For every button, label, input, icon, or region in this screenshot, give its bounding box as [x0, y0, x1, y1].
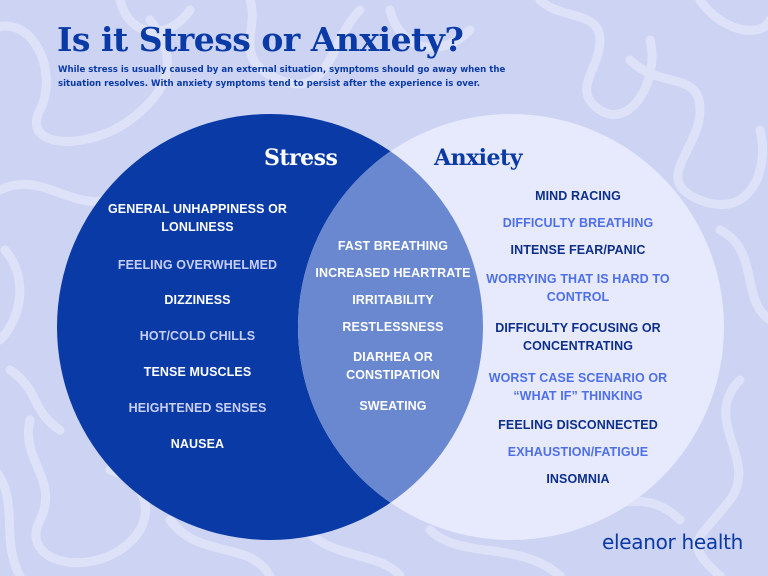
- stress-symptom: TENSE MUSCLES: [143, 365, 252, 379]
- anxiety-symptom: MIND RACING: [535, 189, 621, 203]
- stress-heading: Stress: [264, 145, 338, 171]
- shared-symptom: SWEATING: [359, 399, 427, 413]
- stress-symptom: HOT/COLD CHILLS: [139, 329, 256, 343]
- shared-symptom: FAST BREATHING: [337, 239, 449, 253]
- anxiety-symptom: DIFFICULTY FOCUSING OR CONCENTRATING: [495, 321, 661, 353]
- stress-symptom: NAUSEA: [170, 437, 225, 451]
- page-subtitle: While stress is usually caused by an ext…: [58, 65, 506, 89]
- shared-symptom: INCREASED HEARTRATE: [315, 266, 471, 280]
- shared-symptom: DIARHEA OR CONSTIPATION: [346, 350, 440, 382]
- stress-symptom: DIZZINESS: [164, 293, 231, 307]
- anxiety-symptom: INSOMNIA: [546, 472, 610, 486]
- anxiety-symptom: EXHAUSTION/FATIGUE: [507, 445, 649, 459]
- anxiety-symptom: WORRYING THAT IS HARD TO CONTROL: [486, 272, 670, 304]
- stress-symptom: FEELING OVERWHELMED: [117, 258, 278, 272]
- anxiety-symptom: DIFFICULTY BREATHING: [502, 216, 654, 230]
- anxiety-symptom: FEELING DISCONNECTED: [498, 418, 658, 432]
- shared-symptom: IRRITABILITY: [352, 293, 434, 307]
- brand-logo-text: eleanor health: [602, 530, 744, 554]
- anxiety-symptom: WORST CASE SCENARIO OR “WHAT IF” THINKIN…: [488, 371, 668, 403]
- overlap-region: [298, 114, 483, 540]
- anxiety-symptom: INTENSE FEAR/PANIC: [510, 243, 646, 257]
- stress-symptom: GENERAL UNHAPPINESS OR LONLINESS: [107, 202, 288, 234]
- page-title: Is it Stress or Anxiety?: [57, 20, 464, 59]
- shared-symptom: RESTLESSNESS: [342, 320, 444, 334]
- stress-symptom: HEIGHTENED SENSES: [128, 401, 267, 415]
- anxiety-heading: Anxiety: [434, 145, 522, 171]
